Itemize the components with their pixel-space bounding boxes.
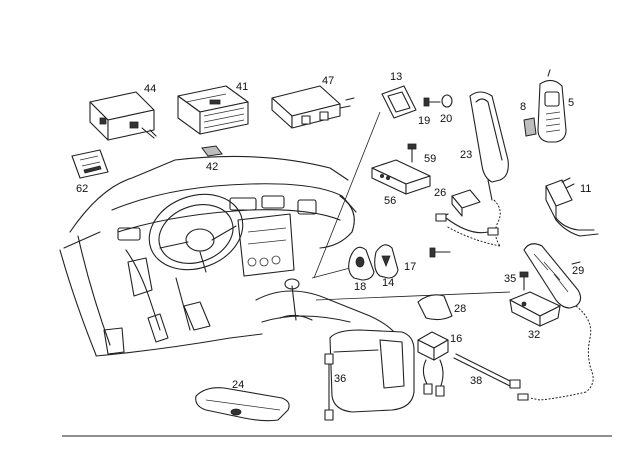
part-42-pad[interactable] bbox=[201, 145, 223, 157]
part-56-module[interactable] bbox=[371, 159, 431, 195]
label-18: 18 bbox=[354, 281, 366, 293]
part-59-screw[interactable] bbox=[407, 143, 417, 163]
part-20-cap[interactable] bbox=[441, 94, 453, 108]
label-59: 59 bbox=[424, 153, 436, 165]
label-24: 24 bbox=[232, 379, 244, 391]
label-32: 32 bbox=[528, 329, 540, 341]
part-35-screw[interactable] bbox=[519, 271, 529, 291]
part-44-control-unit[interactable] bbox=[89, 91, 157, 141]
label-20: 20 bbox=[440, 113, 452, 125]
label-36: 36 bbox=[334, 373, 346, 385]
label-23: 23 bbox=[460, 149, 472, 161]
label-29: 29 bbox=[572, 265, 584, 277]
label-13: 13 bbox=[390, 71, 402, 83]
label-47: 47 bbox=[322, 75, 334, 87]
part-19-screw[interactable] bbox=[423, 97, 441, 107]
label-5: 5 bbox=[568, 97, 574, 109]
label-26: 26 bbox=[434, 187, 446, 199]
part-17-screw[interactable] bbox=[429, 247, 451, 258]
label-14: 14 bbox=[382, 277, 394, 289]
label-17: 17 bbox=[404, 261, 416, 273]
label-19: 19 bbox=[418, 115, 430, 127]
part-8-plate[interactable] bbox=[523, 117, 537, 137]
part-41-control-module[interactable] bbox=[177, 85, 249, 135]
label-62: 62 bbox=[76, 183, 88, 195]
part-26-connector[interactable] bbox=[435, 189, 499, 236]
part-11-charger[interactable] bbox=[545, 177, 599, 237]
label-8: 8 bbox=[520, 101, 526, 113]
part-62-manual[interactable] bbox=[71, 149, 109, 179]
part-24-microphone[interactable] bbox=[195, 387, 290, 422]
label-16: 16 bbox=[450, 333, 462, 345]
part-29-handset[interactable] bbox=[523, 243, 594, 401]
label-44: 44 bbox=[144, 83, 156, 95]
label-28: 28 bbox=[454, 303, 466, 315]
dashboard-interior bbox=[59, 155, 415, 413]
part-23-handset-holder[interactable] bbox=[445, 91, 509, 247]
part-36-cable[interactable] bbox=[324, 353, 334, 421]
part-labels: 44 41 47 13 8 5 19 20 42 62 23 59 11 56 … bbox=[76, 71, 591, 391]
part-16-adapter[interactable] bbox=[417, 331, 449, 397]
label-42: 42 bbox=[206, 161, 218, 173]
part-18-key-fob[interactable] bbox=[348, 246, 375, 281]
part-47-control-unit[interactable] bbox=[271, 85, 355, 129]
part-32-cradle[interactable] bbox=[509, 291, 561, 327]
part-14-key-fob[interactable] bbox=[374, 244, 399, 279]
label-35: 35 bbox=[504, 273, 516, 285]
part-38-cable[interactable] bbox=[453, 353, 529, 401]
part-13-bracket[interactable] bbox=[381, 85, 417, 119]
label-38: 38 bbox=[470, 375, 482, 387]
label-56: 56 bbox=[384, 195, 396, 207]
leader-lines bbox=[311, 111, 511, 301]
label-41: 41 bbox=[236, 81, 248, 93]
part-5-mobile-phone[interactable] bbox=[537, 69, 567, 143]
part-28-cover[interactable] bbox=[417, 294, 453, 321]
label-11: 11 bbox=[580, 183, 591, 195]
